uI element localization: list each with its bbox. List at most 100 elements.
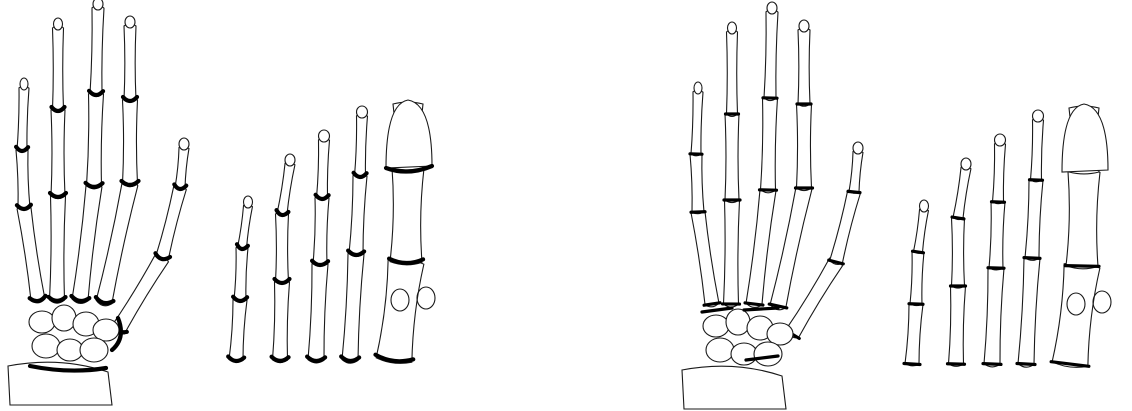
foot-fifth-toe-bone-1 bbox=[229, 298, 247, 362]
foot-fourth-toe-bone-1 bbox=[273, 280, 290, 363]
foot-third-toe-tip bbox=[995, 134, 1006, 146]
foot-great-toe-bone-2 bbox=[1066, 169, 1100, 269]
hand-middle-bone-3 bbox=[90, 5, 104, 96]
hand-middle-tip bbox=[93, 0, 103, 10]
hand-thumb-bone-3 bbox=[849, 151, 863, 194]
foot-third-toe-bone-1 bbox=[984, 265, 1004, 367]
foot-fifth-toe-bone-3 bbox=[238, 205, 253, 250]
hand-skeleton-joint-bands bbox=[682, 2, 863, 409]
foot-great-toe-joint-2 bbox=[1065, 266, 1099, 267]
hand-carpal-7 bbox=[754, 342, 782, 366]
hand-middle-joint-1 bbox=[745, 303, 763, 305]
hand-middle-tip bbox=[767, 2, 777, 14]
hand-thumb-tip bbox=[853, 142, 863, 154]
hand-ring-bone-3 bbox=[53, 26, 64, 113]
hand-index-tip bbox=[125, 16, 135, 28]
hand-index-bone-2 bbox=[797, 101, 812, 190]
foot-fifth-toe-bone-3 bbox=[914, 209, 929, 254]
foot-fourth-toe-joint-3 bbox=[952, 217, 964, 219]
hand-index-bone-3 bbox=[798, 28, 810, 106]
hand-little-tip bbox=[694, 82, 702, 94]
foot-third-toe-bone-1 bbox=[308, 261, 328, 363]
foot-fifth-toe-joint-2 bbox=[909, 304, 923, 305]
foot-sesamoid-2 bbox=[1093, 291, 1111, 313]
hand-little-bone-3 bbox=[691, 90, 703, 156]
foot-great-toe-bone-2 bbox=[390, 165, 424, 265]
foot-third-toe-bone-2 bbox=[313, 196, 329, 266]
hand-carpal-5 bbox=[32, 334, 60, 358]
foot-fourth-toe-bone-2 bbox=[276, 212, 289, 284]
hand-carpal-band-1 bbox=[702, 308, 732, 312]
foot-fifth-toe-tip bbox=[920, 200, 929, 212]
hand-thumb-bone-1 bbox=[786, 258, 843, 338]
hand-carpal-5 bbox=[706, 338, 734, 362]
hand-little-bone-2 bbox=[690, 152, 704, 213]
hand-carpal-1 bbox=[29, 311, 55, 333]
hand-ring-bone-2 bbox=[51, 107, 65, 198]
hand-ring-bone-2 bbox=[725, 111, 739, 202]
foot-second-toe-tip bbox=[357, 106, 368, 118]
hand-carpal-2 bbox=[726, 309, 750, 335]
foot-fourth-toe-bone-2 bbox=[952, 216, 965, 288]
hand-ring-bone-1 bbox=[724, 197, 740, 307]
foot-fourth-toe-bone-3 bbox=[953, 166, 971, 219]
foot-fifth-toe-bone-1 bbox=[905, 302, 923, 366]
foot-great-toe-tip bbox=[386, 100, 432, 168]
hand-middle-bone-2 bbox=[761, 95, 778, 193]
hand-middle-bone-1 bbox=[72, 183, 102, 304]
hand-little-tip bbox=[20, 78, 28, 90]
foot-third-toe-tip bbox=[319, 130, 330, 142]
hand-little-bone-2 bbox=[16, 148, 30, 209]
hand-carpal-band-2 bbox=[744, 308, 778, 310]
hand-ring-bone-3 bbox=[727, 30, 738, 117]
hand-carpal-6 bbox=[731, 343, 757, 365]
hand-carpal-1 bbox=[703, 315, 729, 337]
foot-second-toe-tip bbox=[1033, 110, 1044, 122]
hand-index-bone-1 bbox=[770, 184, 812, 309]
foot-fifth-toe-joint-3 bbox=[913, 251, 924, 253]
foot-third-toe-bone-3 bbox=[317, 138, 330, 199]
foot-sesamoid-2 bbox=[417, 287, 435, 309]
hand-thumb-bone-2 bbox=[156, 186, 187, 261]
hand-carpal-2 bbox=[52, 305, 76, 331]
foot-fifth-toe-bone-2 bbox=[234, 246, 248, 301]
foot-skeleton-thick-joints bbox=[228, 100, 435, 363]
foot-second-toe-joint-2 bbox=[1024, 258, 1040, 259]
hand-little-bone-1 bbox=[17, 205, 45, 303]
foot-fourth-toe-bone-1 bbox=[949, 284, 966, 367]
hand-little-bone-3 bbox=[17, 86, 29, 152]
foot-second-toe-joint-1 bbox=[1017, 363, 1035, 364]
hand-middle-bone-3 bbox=[764, 9, 778, 100]
hand-middle-bone-2 bbox=[87, 91, 104, 189]
foot-second-toe-bone-2 bbox=[349, 174, 367, 257]
foot-third-toe-bone-2 bbox=[989, 200, 1005, 270]
foot-fifth-toe-joint-1 bbox=[904, 363, 920, 364]
hand-thumb-bone-2 bbox=[830, 190, 861, 265]
foot-fourth-toe-tip bbox=[285, 154, 295, 166]
foot-fourth-toe-bone-3 bbox=[277, 162, 295, 215]
hand-carpal-6 bbox=[57, 339, 83, 361]
hand-forearm-end bbox=[682, 366, 786, 409]
hand-index-bone-1 bbox=[96, 180, 138, 305]
foot-third-toe-joint-1 bbox=[983, 364, 1001, 365]
hand-skeleton-thick-joints bbox=[8, 0, 189, 405]
hand-middle-bone-1 bbox=[746, 187, 776, 308]
hand-ring-bone-1 bbox=[50, 193, 66, 303]
foot-skeleton-joint-bands bbox=[904, 104, 1111, 367]
hand-ring-tip bbox=[728, 22, 737, 34]
foot-fourth-toe-tip bbox=[961, 158, 971, 170]
foot-second-toe-bone-2 bbox=[1025, 178, 1043, 261]
foot-third-toe-bone-3 bbox=[993, 142, 1006, 203]
foot-second-toe-bone-3 bbox=[1031, 118, 1044, 182]
hand-thumb-bone-3 bbox=[175, 147, 189, 190]
foot-second-toe-bone-3 bbox=[355, 114, 368, 178]
hand-little-bone-1 bbox=[691, 209, 719, 307]
hand-index-tip bbox=[799, 20, 809, 32]
hand-index-bone-3 bbox=[124, 24, 136, 102]
hand-carpal-7 bbox=[80, 338, 108, 362]
hand-thumb-tip bbox=[179, 138, 189, 150]
hand-thumb-joint-3 bbox=[848, 191, 860, 192]
foot-fifth-toe-tip bbox=[244, 196, 253, 208]
foot-second-toe-bone-1 bbox=[342, 251, 364, 363]
